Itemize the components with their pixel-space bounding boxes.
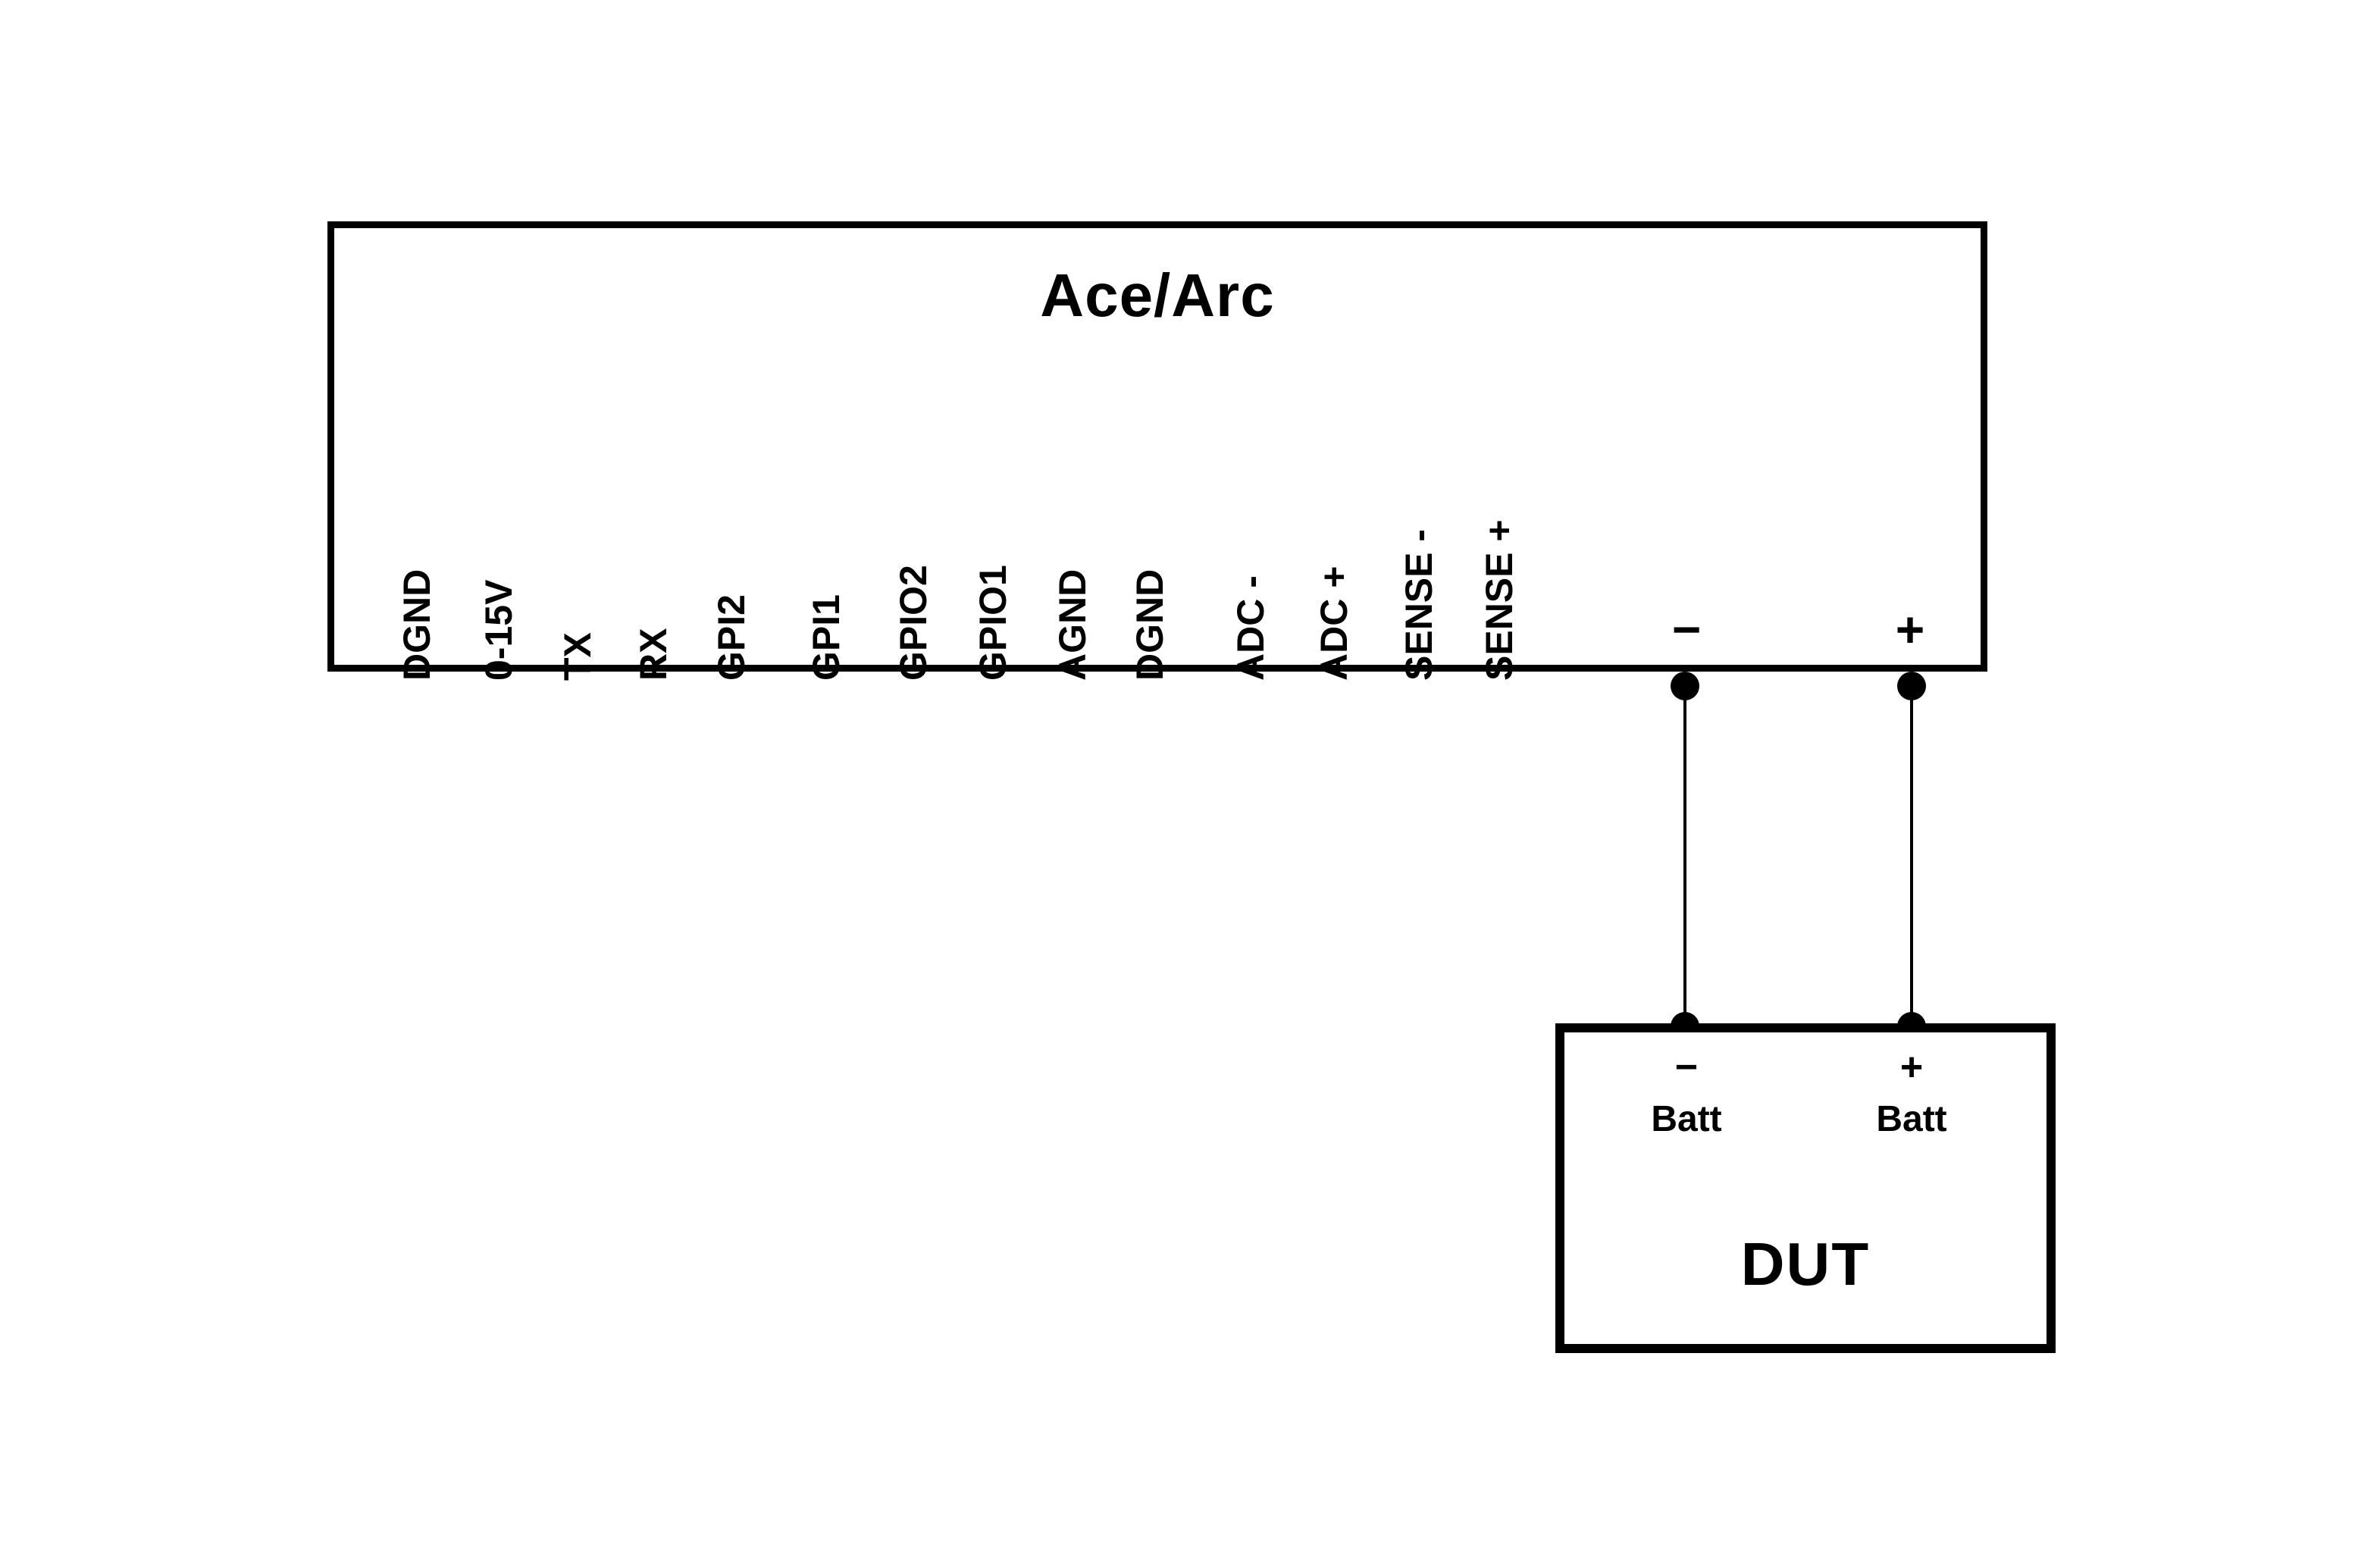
positive-wire	[1910, 686, 1913, 1026]
dut-batt-negative-label: Batt	[1651, 1098, 1722, 1139]
pin-label-0-15v: 0-15V	[478, 579, 520, 681]
dut-title: DUT	[1740, 1230, 1871, 1298]
pin-label-adc-neg: ADC -	[1229, 575, 1272, 681]
pin-label-agnd: AGND	[1051, 569, 1094, 681]
dut-batt-positive-sign: +	[1899, 1045, 1924, 1089]
negative-wire	[1683, 686, 1686, 1026]
ace-negative-terminal-sign: −	[1671, 601, 1702, 657]
pin-label-dgnd-2: DGND	[1129, 569, 1171, 681]
ace-arc-title: Ace/Arc	[1040, 262, 1275, 329]
dut-box	[1555, 1023, 2056, 1353]
dut-batt-positive-label: Batt	[1876, 1098, 1947, 1139]
pin-label-gpio1: GPIO1	[972, 565, 1014, 681]
pin-label-sense-pos: SENSE +	[1478, 519, 1520, 681]
pin-label-tx: TX	[556, 632, 599, 681]
pin-label-rx: RX	[632, 628, 675, 681]
pin-label-gpio2: GPIO2	[892, 565, 935, 681]
pin-label-sense-neg: SENSE -	[1398, 528, 1440, 681]
ace-arc-box	[327, 221, 1987, 672]
pin-label-adc-pos: ADC +	[1313, 565, 1355, 681]
dut-batt-negative-sign: −	[1674, 1045, 1699, 1089]
pin-label-gpi1: GPI1	[805, 594, 847, 681]
pin-label-gpi2: GPI2	[710, 594, 753, 681]
ace-positive-terminal-sign: +	[1895, 601, 1925, 657]
pin-label-dgnd-1: DGND	[396, 569, 438, 681]
